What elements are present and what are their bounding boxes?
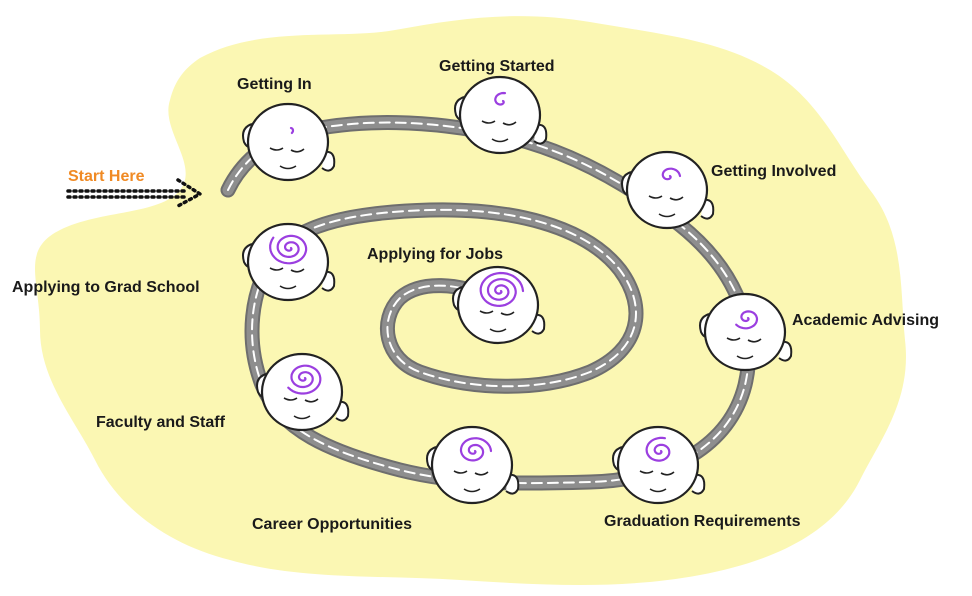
closed-eyes (269, 147, 305, 153)
smile (649, 488, 667, 493)
swirl-icon (479, 271, 525, 308)
face-getting-involved (621, 150, 715, 230)
stop-label-faculty-and-staff: Faculty and Staff (96, 414, 225, 431)
head (458, 75, 542, 155)
head (625, 150, 709, 230)
closed-eyes (481, 120, 517, 126)
swirl-icon (289, 126, 295, 135)
stop-label-academic-advising: Academic Advising (792, 312, 940, 329)
road-centerline (227, 121, 750, 485)
stop-label-getting-in: Getting In (237, 76, 312, 93)
head (260, 352, 344, 432)
closed-eyes (479, 310, 515, 316)
face-academic-advising (699, 292, 793, 372)
smile (736, 355, 754, 360)
smile (293, 415, 311, 420)
face-getting-in (242, 102, 336, 182)
smile (279, 285, 297, 290)
head (616, 425, 700, 505)
face-career-opportunities (426, 425, 520, 505)
closed-eyes (269, 267, 305, 273)
face-applying-for-jobs (452, 265, 546, 345)
stop-label-getting-started: Getting Started (439, 58, 555, 75)
swirl-icon (494, 91, 507, 106)
head (246, 222, 330, 302)
head (430, 425, 514, 505)
head (703, 292, 787, 372)
dotted-arrow-icon (66, 178, 204, 208)
swirl-icon (459, 437, 493, 462)
stop-label-career-opportunities: Career Opportunities (252, 516, 413, 533)
face-faculty-and-staff (256, 352, 350, 432)
stop-label-applying-to-grad-school: Applying to Grad School (12, 279, 200, 296)
stop-label-getting-involved: Getting Involved (711, 163, 837, 180)
stop-label-graduation-requirements: Graduation Requirements (604, 513, 801, 530)
swirl-icon (269, 234, 308, 265)
start-here-label: Start Here (68, 168, 145, 185)
closed-eyes (283, 397, 319, 403)
face-graduation-requirements (612, 425, 706, 505)
swirl-icon (661, 167, 682, 181)
face-markers (242, 75, 793, 505)
swirl-icon (287, 364, 322, 395)
closed-eyes (453, 470, 489, 476)
smile (491, 138, 509, 143)
smile (658, 213, 676, 218)
closed-eyes (726, 337, 762, 343)
smile (463, 488, 481, 493)
swirl-icon (735, 310, 759, 330)
head (246, 102, 330, 182)
face-applying-to-grad-school (242, 222, 336, 302)
swirl-icon (645, 436, 671, 462)
closed-eyes (639, 470, 675, 476)
stop-label-applying-for-jobs: Applying for Jobs (367, 246, 503, 263)
face-getting-started (454, 75, 548, 155)
smile (489, 328, 507, 333)
smile (279, 165, 297, 170)
closed-eyes (648, 195, 684, 201)
